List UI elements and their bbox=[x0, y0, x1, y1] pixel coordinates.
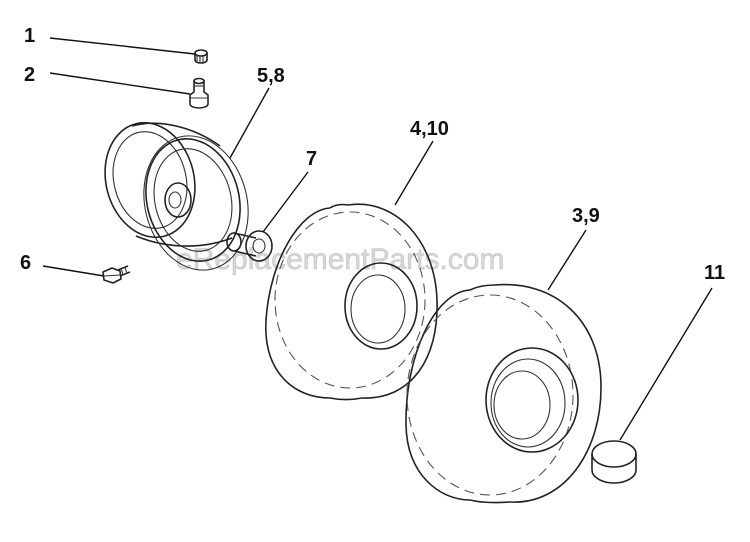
callout-1: 1 bbox=[24, 25, 35, 47]
callout-2: 2 bbox=[24, 64, 35, 86]
callout-7: 7 bbox=[306, 148, 317, 170]
part-wheel-rim[interactable] bbox=[93, 113, 262, 281]
part-front-tire[interactable] bbox=[265, 203, 438, 401]
part-rear-tire[interactable] bbox=[405, 283, 602, 504]
leader-line-5-8 bbox=[229, 87, 270, 159]
callout-6: 6 bbox=[20, 252, 31, 274]
part-lug-bolt[interactable] bbox=[102, 265, 131, 284]
watermark-text: eReplacementParts.com bbox=[176, 243, 504, 276]
leader-line-7 bbox=[262, 171, 309, 233]
callout-5-8: 5,8 bbox=[257, 65, 285, 87]
leader-line-3-9 bbox=[547, 229, 587, 291]
part-spacer-washer[interactable] bbox=[226, 230, 273, 262]
leader-line-1 bbox=[49, 37, 196, 55]
leader-line-6 bbox=[42, 265, 105, 277]
part-valve-cap[interactable] bbox=[194, 49, 208, 64]
callout-3-9: 3,9 bbox=[572, 205, 600, 227]
part-valve-stem[interactable] bbox=[189, 77, 209, 109]
leader-line-2 bbox=[49, 72, 191, 95]
leader-line-4-10 bbox=[394, 140, 434, 206]
callout-4-10: 4,10 bbox=[410, 118, 449, 140]
callout-11: 11 bbox=[704, 262, 725, 284]
part-hub-cap[interactable] bbox=[591, 440, 637, 484]
leader-line-11 bbox=[619, 287, 713, 441]
